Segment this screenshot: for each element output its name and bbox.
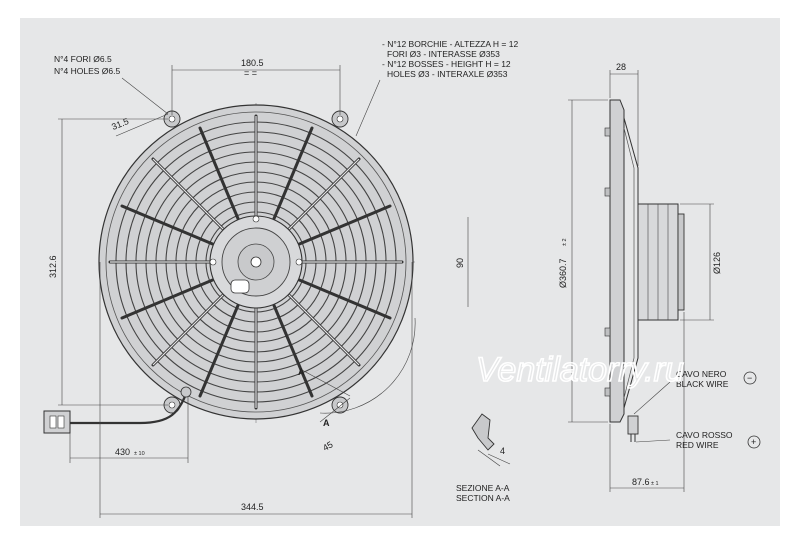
svg-text:N°4 HOLES Ø6.5: N°4 HOLES Ø6.5 <box>54 66 121 76</box>
section-label-en: SECTION A-A <box>456 493 510 503</box>
left-height-label: 312.6 <box>48 255 58 278</box>
fan-diameter-label: Ø360.7 <box>558 258 568 288</box>
svg-text:CAVO ROSSO: CAVO ROSSO <box>676 430 733 440</box>
svg-text:CAVO NERO: CAVO NERO <box>676 369 727 379</box>
mounting-lug <box>163 110 181 128</box>
side-view <box>604 99 685 442</box>
front-dimensions: 180.5 = = 31.5 312.6 90 430 ± 10 344.5 4… <box>48 58 469 518</box>
mounting-lug <box>163 396 181 414</box>
svg-text:- N°12 BOSSES - HEIGHT H = 12: - N°12 BOSSES - HEIGHT H = 12 <box>382 59 511 69</box>
svg-text:± 10: ± 10 <box>134 451 145 457</box>
red-wire-label: CAVO ROSSO RED WIRE + <box>635 430 761 450</box>
section-label-it: SEZIONE A-A <box>456 483 510 493</box>
section-mark-a1: A <box>298 367 305 377</box>
angle-label: 45 <box>321 439 335 453</box>
svg-text:−: − <box>747 373 752 383</box>
svg-text:± 2: ± 2 <box>562 238 568 246</box>
svg-text:- N°12 BORCHIE - ALTEZZA H = 1: - N°12 BORCHIE - ALTEZZA H = 12 <box>382 39 518 49</box>
top-width-label: 180.5 <box>241 58 264 68</box>
section-mark-a2: A <box>323 418 330 428</box>
hole-offset-label: 31.5 <box>110 116 130 132</box>
svg-text:FORI Ø3 - INTERASSE Ø353: FORI Ø3 - INTERASSE Ø353 <box>387 49 500 59</box>
total-depth-label: 87.6 <box>632 477 650 487</box>
bosses-note: - N°12 BORCHIE - ALTEZZA H = 12 FORI Ø3 … <box>355 39 518 137</box>
bottom-width-label: 344.5 <box>241 502 264 512</box>
minus-icon <box>743 371 757 385</box>
side-dimensions: 28 Ø360.7 ± 2 Ø126 87.6 ± 1 <box>558 62 722 492</box>
section-gap-label: 4 <box>500 446 505 456</box>
black-wire-label: CAVO NERO BLACK WIRE − <box>633 369 757 415</box>
motor-diameter-label: Ø126 <box>712 252 722 274</box>
section-a-a: 4 SEZIONE A-A SECTION A-A <box>456 413 510 503</box>
side-depth-label: 28 <box>616 62 626 72</box>
technical-drawing: 180.5 = = 31.5 312.6 90 430 ± 10 344.5 4… <box>43 39 761 518</box>
svg-text:BLACK WIRE: BLACK WIRE <box>676 379 729 389</box>
plus-icon <box>747 435 761 449</box>
svg-text:HOLES Ø3 - INTERAXLE Ø353: HOLES Ø3 - INTERAXLE Ø353 <box>387 69 508 79</box>
svg-text:RED WIRE: RED WIRE <box>676 440 719 450</box>
drawing-sheet: 180.5 = = 31.5 312.6 90 430 ± 10 344.5 4… <box>20 18 780 526</box>
center-height-label: 90 <box>455 258 465 268</box>
watermark: Ventilatorry.ru <box>476 351 684 389</box>
svg-text:± 1: ± 1 <box>651 481 659 487</box>
svg-text:N°4 FORI Ø6.5: N°4 FORI Ø6.5 <box>54 54 112 64</box>
svg-text:= =: = = <box>244 68 257 78</box>
holes-note: N°4 FORI Ø6.5 N°4 HOLES Ø6.5 <box>54 54 169 115</box>
front-view <box>43 103 415 434</box>
motor-hub <box>209 215 303 309</box>
svg-text:+: + <box>751 437 756 447</box>
connector <box>43 410 71 434</box>
wire-length-label: 430 <box>115 447 130 457</box>
